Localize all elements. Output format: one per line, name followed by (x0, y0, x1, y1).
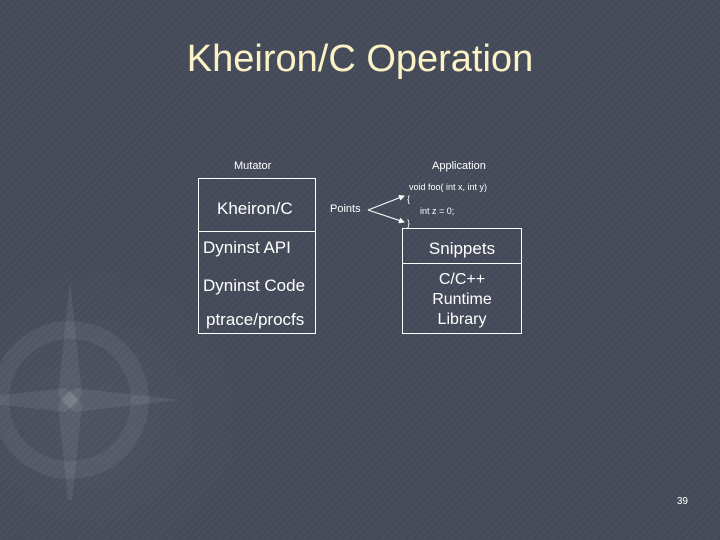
arrow-to-open-brace (367, 195, 405, 211)
application-stack (402, 228, 522, 334)
application-item-snippets: Snippets (428, 239, 496, 258)
application-heading: Application (432, 160, 486, 172)
points-arrows (367, 195, 405, 224)
mutator-item-dyninst-api: Dyninst API (203, 238, 291, 257)
mutator-divider (198, 231, 316, 232)
mutator-item-dyninst-code: Dyninst Code (203, 276, 306, 295)
mutator-heading: Mutator (234, 160, 272, 172)
arrow-to-close-brace (367, 209, 405, 224)
mutator-item-ptrace: ptrace/procfs (206, 310, 305, 329)
page-number: 39 (676, 496, 688, 507)
compass-watermark-icon (0, 280, 180, 500)
application-item-runtime-library: C/C++ Runtime Library (432, 271, 492, 328)
code-line-2: { (407, 194, 411, 204)
code-line-4: } (407, 218, 411, 228)
application-divider (402, 263, 522, 264)
points-label: Points (330, 203, 361, 215)
mutator-stack (198, 178, 316, 334)
code-line-1: void foo( int x, int y) (409, 182, 488, 192)
code-line-3: int z = 0; (420, 206, 455, 216)
slide-title: Kheiron/C Operation (186, 38, 534, 80)
mutator-item-kheiron: Kheiron/C (217, 199, 293, 218)
